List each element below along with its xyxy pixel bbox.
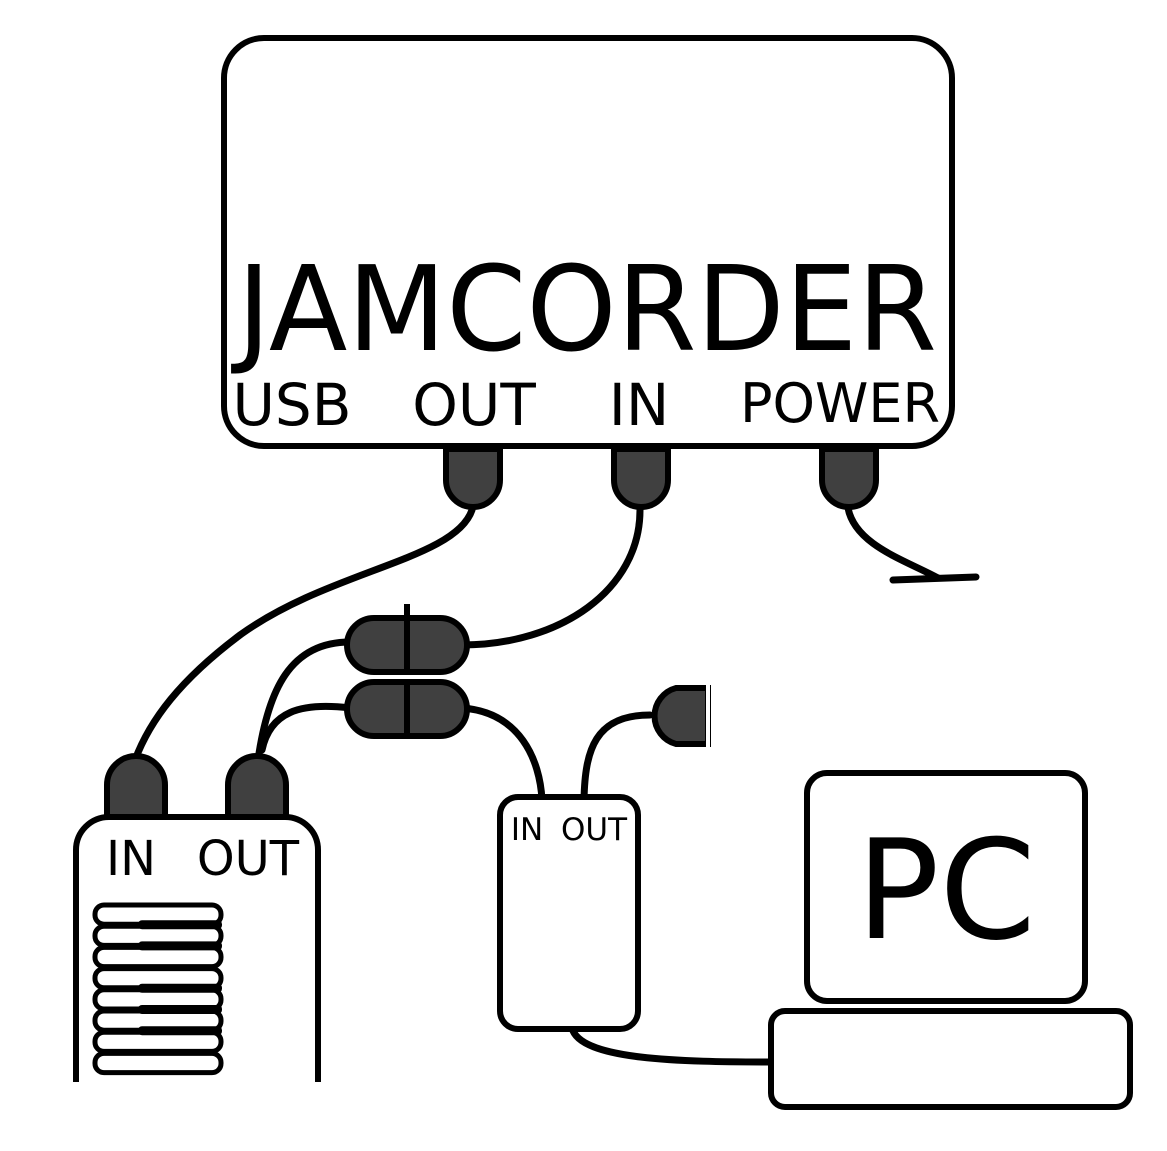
black-key	[138, 983, 222, 993]
jamcorder-port-usb-label: USB	[232, 371, 351, 439]
keyboard-plugs	[104, 753, 289, 821]
pc: PC	[768, 770, 1133, 1110]
midi-box-port-out-label: OUT	[561, 812, 628, 848]
keyboard-out-plug	[225, 753, 289, 821]
keyboard-in-plug	[104, 753, 168, 821]
piano-keys	[92, 902, 224, 1076]
cable-splitter-top-to-keyboard-out	[254, 638, 354, 764]
midi-box-body	[497, 794, 641, 1032]
black-key	[138, 920, 222, 930]
jamcorder-body	[221, 35, 955, 449]
cable-power	[844, 504, 942, 582]
keyboard: IN OUT	[73, 814, 321, 1082]
cable-splitter-bottom-to-keyboard-out	[258, 702, 354, 754]
white-key	[92, 1050, 224, 1076]
cable-midi-box-to-pc	[568, 1024, 776, 1066]
jamcorder-port-power-label: POWER	[740, 372, 940, 435]
jamcorder-port-out-label: OUT	[412, 371, 536, 439]
jamcorder-out-plug	[443, 446, 503, 510]
jamcorder-power-plug	[819, 446, 879, 510]
jamcorder-in-plug	[611, 446, 671, 510]
jamcorder-port-in-label: IN	[609, 371, 670, 439]
jamcorder-plugs	[443, 446, 879, 510]
cable-jamcorder-in-to-splitter	[458, 506, 644, 649]
midi-box-port-in-label: IN	[511, 812, 543, 848]
keyboard-port-out-label: OUT	[197, 831, 300, 887]
pc-base	[768, 1008, 1133, 1110]
black-key	[138, 1026, 222, 1036]
pc-label: PC	[856, 810, 1036, 971]
power-cable-end	[889, 573, 980, 584]
loose-plug	[651, 685, 711, 747]
cables	[131, 504, 980, 1066]
jamcorder-device: JAMCORDER USB OUT IN POWER	[221, 35, 955, 449]
midi-box: IN OUT	[497, 794, 641, 1032]
cable-jamcorder-out-to-keyboard-in	[131, 506, 476, 764]
pc-monitor	[804, 770, 1088, 1004]
y-splitter-top	[344, 604, 470, 675]
cable-midi-out-to-plug	[580, 711, 654, 804]
black-key	[138, 941, 222, 951]
keyboard-port-in-label: IN	[106, 831, 156, 887]
black-key	[138, 1005, 222, 1014]
jamcorder-name: JAMCORDER	[230, 240, 937, 378]
y-splitter-bottom	[344, 679, 470, 739]
cable-splitter-to-midi-in	[458, 704, 546, 804]
